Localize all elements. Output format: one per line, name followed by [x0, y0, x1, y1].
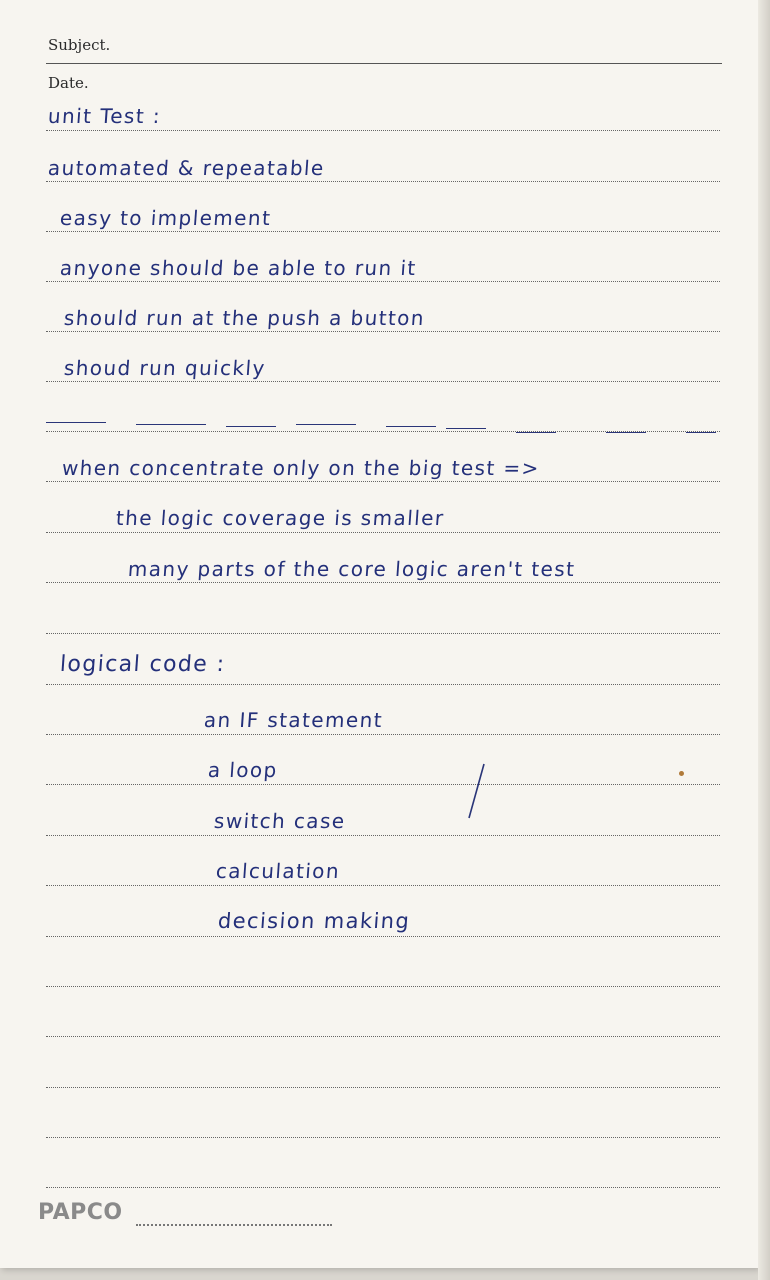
ruled-line [46, 331, 720, 332]
brand-rule [136, 1224, 332, 1226]
ruled-line [46, 481, 720, 482]
ruled-line [46, 281, 720, 282]
ruled-line [46, 130, 720, 131]
ruled-line [46, 381, 720, 382]
ruled-line [46, 936, 720, 937]
ruled-line [46, 532, 720, 533]
notebook-page: Subject. Date. unit Test : automated & r… [0, 0, 758, 1268]
pen-stroke [468, 763, 485, 819]
note-line: easy to implement [59, 206, 273, 230]
subject-rule [46, 63, 722, 64]
note-line: when concentrate only on the big test => [61, 456, 541, 480]
note-heading-logical-code: logical code : [59, 652, 227, 677]
separator-dashes [46, 418, 726, 438]
note-list-item: an IF statement [203, 708, 384, 732]
note-line: many parts of the core logic aren't test [127, 557, 577, 581]
ink-dot [679, 771, 684, 776]
note-list-item: calculation [215, 859, 341, 883]
note-line: anyone should be able to run it [59, 256, 418, 280]
ruled-line [46, 885, 720, 886]
note-list-item: a loop [207, 758, 279, 782]
ruled-line [46, 784, 720, 785]
note-line: should run at the push a button [63, 306, 426, 330]
ruled-line [46, 1187, 720, 1188]
page-edge [758, 0, 770, 1280]
papco-logo: PAPCO [38, 1200, 123, 1225]
date-label: Date. [48, 74, 89, 92]
ruled-line [46, 734, 720, 735]
ruled-line [46, 633, 720, 634]
ruled-line [46, 835, 720, 836]
ruled-line [46, 431, 720, 432]
subject-label: Subject. [48, 36, 111, 54]
note-list-item: switch case [213, 809, 347, 833]
ruled-line [46, 582, 720, 583]
note-line: the logic coverage is smaller [115, 506, 446, 530]
ruled-line [46, 1137, 720, 1138]
ruled-line [46, 181, 720, 182]
note-heading-unit-test: unit Test : [47, 104, 162, 128]
note-line: automated & repeatable [47, 156, 326, 180]
ruled-line [46, 231, 720, 232]
note-line: shoud run quickly [63, 356, 267, 380]
ruled-line [46, 1036, 720, 1037]
ruled-line [46, 986, 720, 987]
note-list-item: decision making [217, 909, 412, 933]
ruled-line [46, 684, 720, 685]
ruled-line [46, 1087, 720, 1088]
